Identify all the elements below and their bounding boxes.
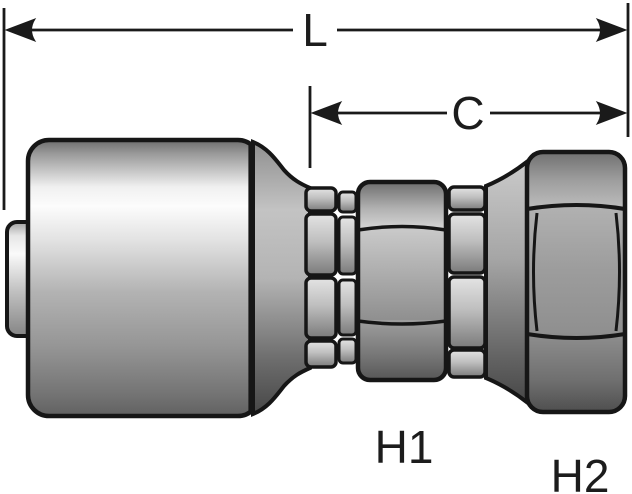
label-C: C xyxy=(451,87,484,139)
collar-segment xyxy=(337,337,358,365)
h1-hex-top-flat xyxy=(358,182,446,230)
label-L: L xyxy=(302,4,328,56)
dimension-L xyxy=(2,3,630,210)
collar-segment xyxy=(447,212,487,275)
collar-segment xyxy=(447,275,487,350)
h2-nut-bottom-flat xyxy=(527,333,625,412)
h2-nut-top-flat xyxy=(527,152,625,209)
h2-nut-corner-edge-right xyxy=(614,212,621,332)
fitting-body xyxy=(5,137,628,419)
h2-nut-facet-line-top xyxy=(526,203,626,211)
h2-swivel-hex-nut xyxy=(524,149,628,415)
collar-segment xyxy=(304,339,338,369)
h2-nut-corner-edge-left xyxy=(532,212,539,332)
l-arrowhead-left-icon xyxy=(4,17,37,43)
collar-segments-left-col1 xyxy=(304,186,338,369)
h1-hex-middle-flat xyxy=(358,228,446,322)
crimp-shell xyxy=(25,137,262,419)
c-arrowhead-left-icon xyxy=(310,100,343,126)
collar-segment xyxy=(304,186,338,213)
collar-segments-right xyxy=(447,185,487,379)
dimension-C xyxy=(308,86,628,168)
collar-segment xyxy=(337,215,358,276)
h1-hex-facet-line-bottom xyxy=(357,319,447,326)
collar-segment xyxy=(304,276,338,340)
l-arrowhead-right-icon xyxy=(595,17,628,43)
collar-segment xyxy=(447,185,487,212)
collar-segments-left-col2 xyxy=(337,190,358,365)
label-H2: H2 xyxy=(551,450,610,494)
h2-nut-outline xyxy=(524,149,628,415)
collar-segment xyxy=(447,348,487,379)
h2-nut-middle-flat xyxy=(527,207,625,335)
collar-segment xyxy=(337,190,358,214)
c-arrowhead-right-icon xyxy=(595,100,628,126)
h1-hex-facet-line-top xyxy=(357,224,447,232)
h1-hex-outline xyxy=(355,179,449,383)
label-H1: H1 xyxy=(375,421,434,473)
h2-nut-facet-line-bottom xyxy=(526,332,626,340)
h1-hex-bottom-flat xyxy=(358,320,446,380)
h1-hex-nut xyxy=(355,179,449,383)
right-flare-cone xyxy=(484,156,530,408)
left-taper-cone xyxy=(251,139,312,417)
collar-segment xyxy=(304,212,338,277)
collar-segment xyxy=(337,278,358,337)
